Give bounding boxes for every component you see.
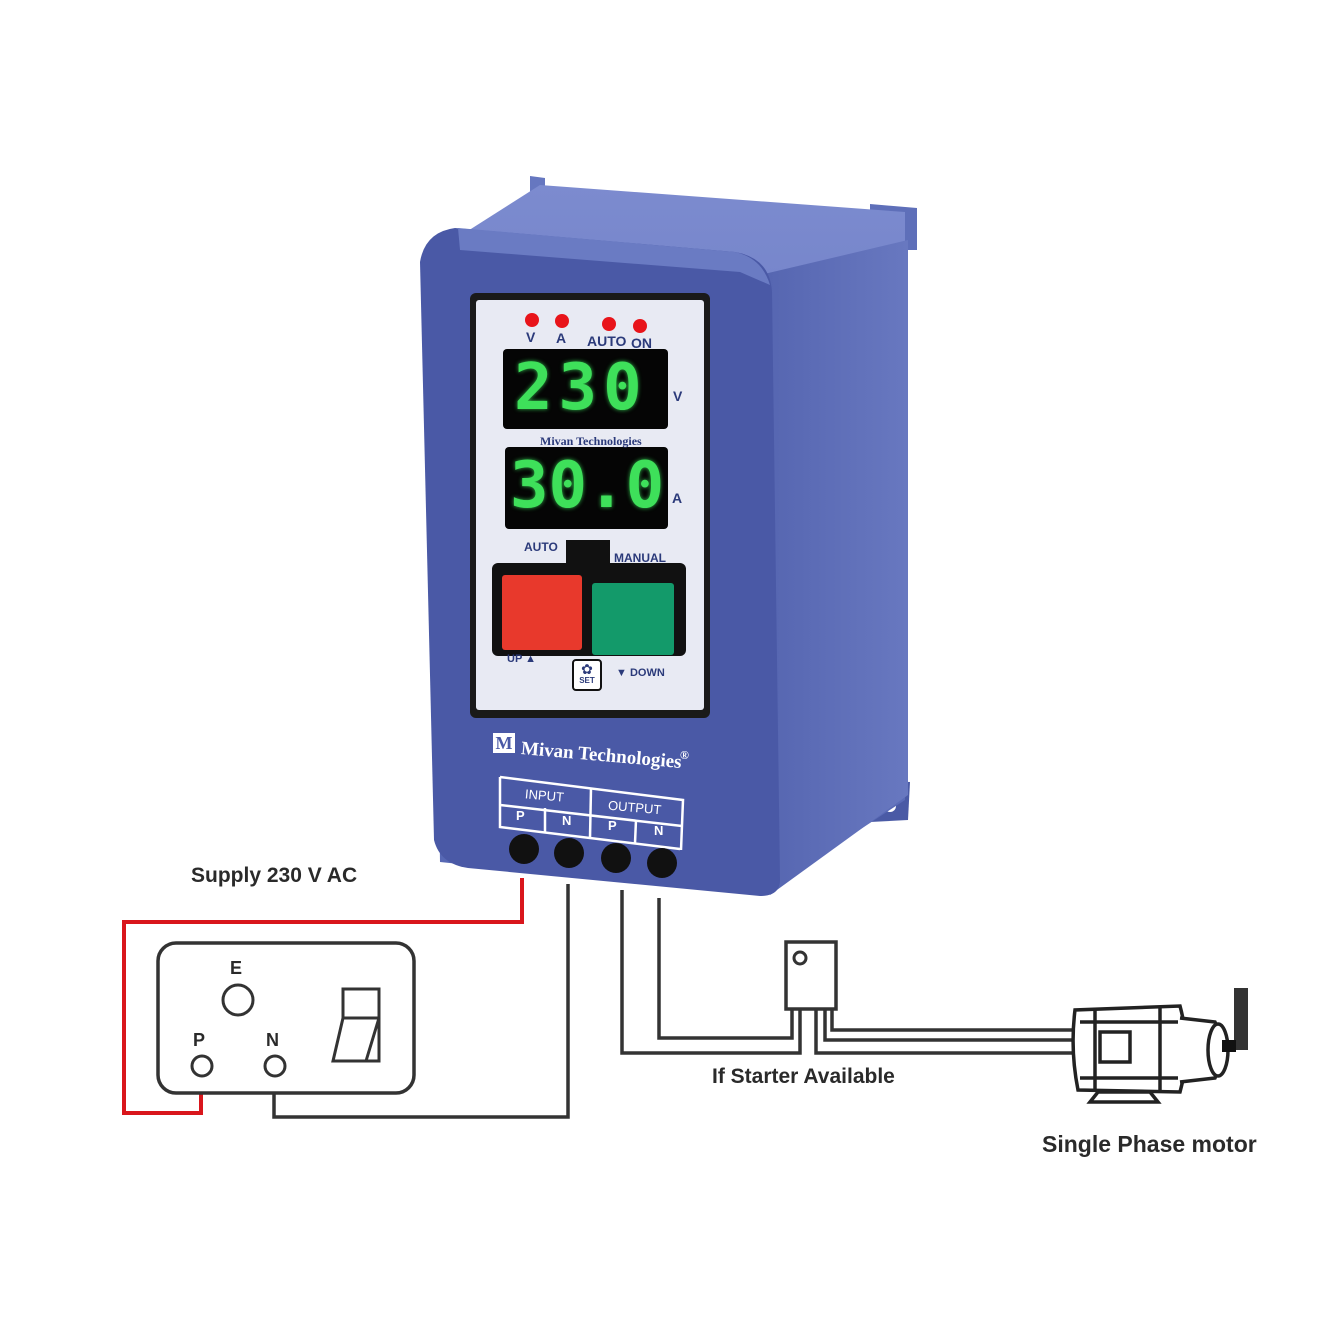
socket-phase-label: P [193,1030,206,1050]
indicator-label-a: A [556,330,567,346]
down-button[interactable] [592,583,674,655]
output-neutral-wire [657,898,794,1040]
motor-icon [1071,1004,1230,1104]
socket-switch-icon [331,987,381,1063]
indicator-label-v: V [526,329,536,345]
phase-pin-icon [190,1054,214,1078]
terminal-pin-1: P [516,808,525,823]
socket-board [156,941,416,1095]
current-unit: A [672,490,683,506]
output-phase-wire [620,890,802,1055]
terminal-pin-2: N [562,813,572,828]
registered-mark: ® [680,748,689,762]
phase-wire [122,878,524,1115]
mode-switch[interactable] [566,540,610,566]
set-button[interactable]: ✿ SET [573,660,601,690]
panel-brand-text: Mivan Technologies [540,434,642,448]
socket-neutral-label: N [266,1030,279,1050]
down-label: ▼ DOWN [616,667,665,679]
current-display: 30.0 [510,449,665,523]
socket-earth-label: E [230,958,243,978]
neutral-pin-icon [263,1054,287,1078]
gear-icon: ✿ [581,661,593,677]
indicator-label-auto: AUTO [587,333,627,349]
motor-shaft-icon [1234,988,1248,1050]
starter-label: If Starter Available [712,1065,895,1088]
mode-auto-label: AUTO [524,540,558,554]
motor-label: Single Phase motor [1042,1131,1257,1157]
starter-indicator-icon [792,950,808,966]
up-label: UP ▲ [507,653,537,665]
terminal-pin-3: P [608,818,617,833]
indicator-label-on: ON [631,335,652,351]
voltage-unit: V [673,388,683,404]
mode-manual-label: MANUAL [614,551,666,565]
earth-pin-icon [221,983,255,1017]
up-button[interactable] [502,575,582,650]
terminal-pin-4: N [654,823,664,838]
supply-label: Supply 230 V AC [191,864,358,887]
brand-logo-icon: M [493,733,515,753]
set-label: SET [579,676,595,685]
voltage-display: 230 [514,351,648,425]
